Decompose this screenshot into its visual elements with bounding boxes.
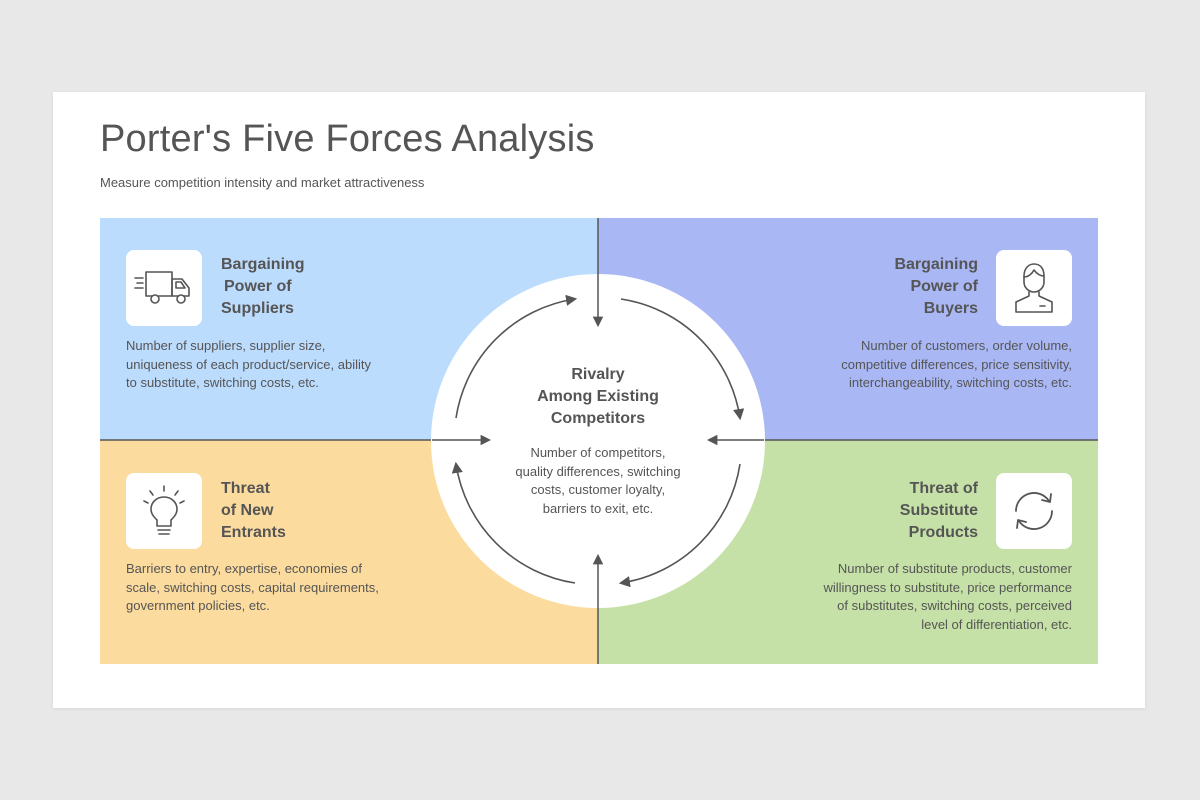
suppliers-icon-box xyxy=(126,250,202,326)
rivalry-description: Number of competitors, quality differenc… xyxy=(515,445,681,516)
page-title: Porter's Five Forces Analysis xyxy=(100,118,595,160)
cycle-arrow-top-right xyxy=(620,298,745,421)
substitutes-title: Threat of Substitute Products xyxy=(899,480,978,541)
lightbulb-icon xyxy=(143,485,185,535)
new-entrants-description: Barriers to entry, expertise, economies … xyxy=(126,561,379,613)
buyers-title: Bargaining Power of Buyers xyxy=(894,256,978,317)
new-entrants-icon-box xyxy=(126,473,202,549)
refresh-cycle-icon xyxy=(1015,492,1053,530)
suppliers-description: Number of suppliers, supplier size, uniq… xyxy=(126,338,371,390)
delivery-truck-icon xyxy=(134,271,190,304)
cycle-arrow-bottom-right xyxy=(618,463,741,588)
cycle-arrow-top-left xyxy=(455,294,578,419)
cycle-arrow-bottom-left xyxy=(451,461,576,584)
substitutes-icon-box xyxy=(996,473,1072,549)
new-entrants-title: Threat of New Entrants xyxy=(221,480,286,541)
page-subtitle: Measure competition intensity and market… xyxy=(100,175,425,190)
buyers-description: Number of customers, order volume, compe… xyxy=(841,338,1072,390)
suppliers-title: Bargaining Power of Suppliers xyxy=(221,256,305,317)
substitutes-description: Number of substitute products, customer … xyxy=(823,561,1072,632)
center-circle xyxy=(431,274,765,608)
buyers-icon-box xyxy=(996,250,1072,326)
person-icon xyxy=(1015,263,1053,313)
rivalry-title: Rivalry Among Existing Competitors xyxy=(537,366,659,427)
